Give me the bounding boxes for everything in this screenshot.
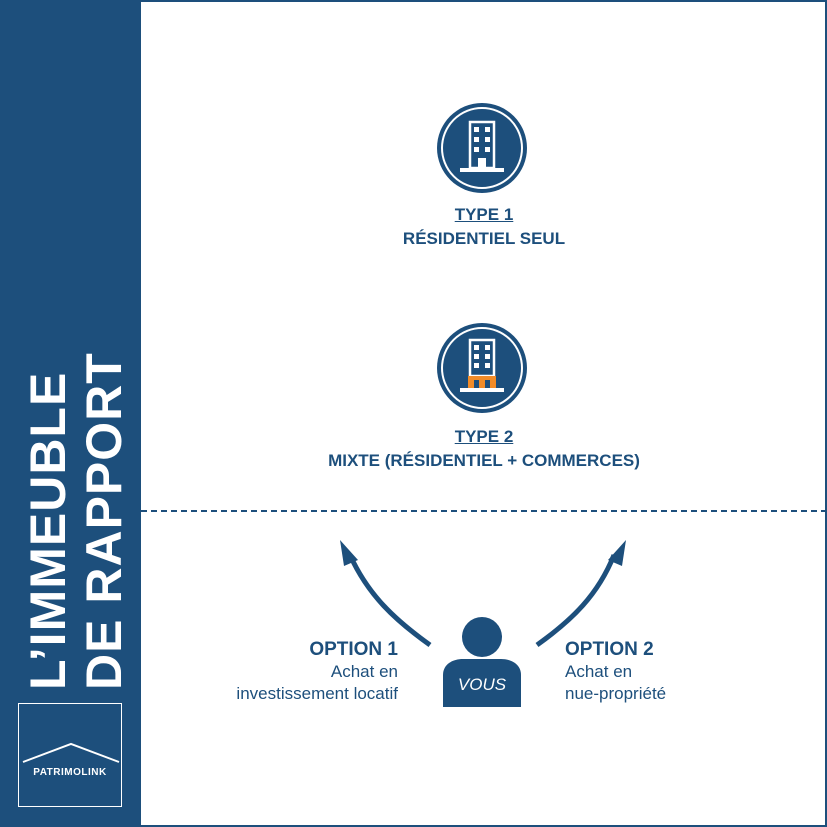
building-icon — [437, 103, 527, 193]
option-2-line-2: nue-propriété — [565, 684, 667, 703]
option-1-title: OPTION 1 — [309, 639, 398, 660]
option-1-line-2: investissement locatif — [236, 684, 398, 703]
option-2-line-1: Achat en — [565, 662, 633, 681]
option-1: OPTION 1 Achat en investissement locatif — [180, 639, 398, 705]
sidebar: L’IMMEUBLE DE RAPPORT PATRIMOLINK — [0, 0, 141, 827]
type-1-description: RÉSIDENTIEL SEUL — [402, 229, 566, 248]
option-2-title: OPTION 2 — [565, 639, 654, 660]
type-1-label: TYPE 1 RÉSIDENTIEL SEUL — [141, 203, 827, 251]
type-2-number: TYPE 2 — [454, 427, 514, 446]
building-with-shop-icon — [437, 323, 527, 413]
roof-icon — [22, 742, 120, 763]
option-1-line-1: Achat en — [330, 662, 398, 681]
type-1-number: TYPE 1 — [454, 205, 514, 224]
type-2-description: MIXTE (RÉSIDENTIEL + COMMERCES) — [328, 451, 640, 470]
type-2-label: TYPE 2 MIXTE (RÉSIDENTIEL + COMMERCES) — [141, 425, 827, 473]
person-icon — [443, 617, 521, 707]
person-label: VOUS — [457, 675, 507, 694]
patrimolink-logo: PATRIMOLINK — [18, 703, 122, 807]
option-2: OPTION 2 Achat en nue-propriété — [565, 639, 765, 705]
dashed-divider — [141, 510, 827, 512]
logo-text: PATRIMOLINK — [33, 767, 107, 778]
